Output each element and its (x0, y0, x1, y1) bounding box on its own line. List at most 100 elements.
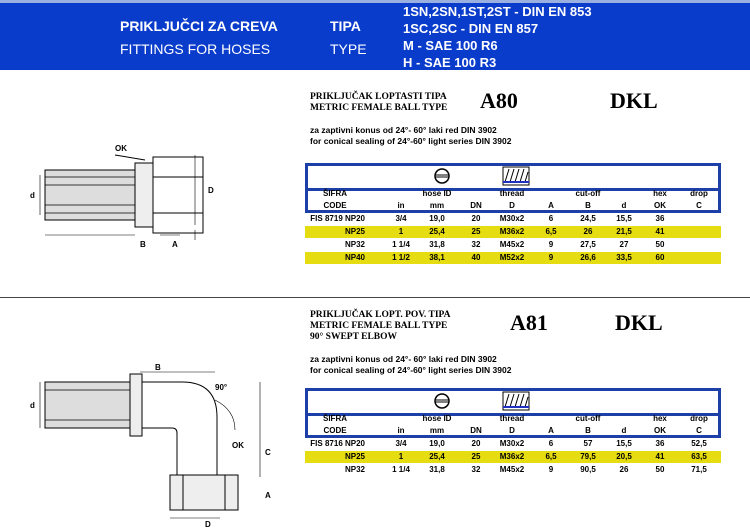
table-cell: 1 1/2 (392, 253, 410, 262)
table-row (305, 226, 721, 238)
table-cell: 20 (471, 214, 481, 223)
table-cell: 63,5 (691, 452, 707, 461)
column-header: C (696, 426, 702, 435)
column-header: OK (654, 426, 666, 435)
table-cell: NP25 (344, 452, 365, 461)
table-cell: 1 1/4 (392, 240, 410, 249)
s1-label-ok: OK (115, 144, 127, 153)
table-cell: 38,1 (429, 253, 445, 262)
table-cell: FIS 8719 NP20 (310, 214, 365, 223)
s2-label-C: C (265, 448, 271, 457)
table-cell: 6 (548, 214, 554, 223)
table-cell: 52,5 (691, 439, 707, 448)
table-cell: NP32 (344, 465, 365, 474)
column-header: B (585, 426, 591, 435)
s2-table-header (305, 388, 721, 438)
table-cell: 41 (655, 452, 665, 461)
table-cell: 25 (471, 452, 481, 461)
s2-label-angle: 90° (215, 383, 227, 392)
table-cell: 1 1/4 (392, 465, 410, 474)
column-header: d (621, 201, 627, 210)
table-cell: 1 (398, 452, 404, 461)
table-cell: 50 (655, 465, 665, 474)
table-cell: 41 (655, 227, 665, 236)
table-cell: 27,5 (580, 240, 596, 249)
s1-label-B: B (140, 240, 146, 249)
column-header: DN (470, 426, 482, 435)
s2-name-extra: 90° SWEPT ELBOW (310, 332, 398, 342)
table-cell: 25 (471, 227, 481, 236)
table-cell: M45x2 (499, 240, 525, 249)
table-cell: 9 (548, 240, 554, 249)
table-cell: 71,5 (691, 465, 707, 474)
table-cell: 25,4 (429, 452, 445, 461)
standard-2: 1SC,2SC - DIN EN 857 (403, 21, 539, 36)
type-en: TYPE (330, 41, 367, 57)
table-cell: 79,5 (580, 452, 596, 461)
header-banner: PRIKLJUČCI ZA CREVA FITTINGS FOR HOSES T… (0, 0, 750, 70)
table-cell: 32 (471, 465, 481, 474)
s2-name-sr: PRIKLJUČAK LOPT. POV. TIPA (310, 310, 451, 320)
s1-label-d: d (30, 191, 35, 200)
column-header: C (696, 201, 702, 210)
column-group-header: hex (653, 189, 667, 198)
table-cell: 57 (583, 439, 593, 448)
column-header: OK (654, 201, 666, 210)
column-group-header: drop (690, 414, 708, 423)
column-group-header: ŠIFRA (323, 189, 347, 198)
table-cell: 33,5 (616, 253, 632, 262)
section-divider (0, 297, 750, 298)
column-header: A (548, 426, 554, 435)
s2-code: A81 (510, 310, 548, 335)
s1-name-sr: PRIKLJUČAK LOPTASTI TIPA (310, 92, 447, 102)
table-cell: 25,4 (429, 227, 445, 236)
table-cell: 15,5 (616, 439, 632, 448)
s1-name-en: METRIC FEMALE BALL TYPE (310, 103, 448, 113)
column-group-header: thread (499, 414, 525, 423)
table-cell: 36 (655, 214, 665, 223)
title-en: FITTINGS FOR HOSES (120, 41, 271, 57)
table-cell: M36x2 (499, 452, 525, 461)
standard-3: M - SAE 100 R6 (403, 38, 498, 53)
s2-elbow-drawing: B 90° d OK C A D (30, 363, 271, 528)
column-group-header: cut-off (575, 189, 601, 198)
table-cell: M36x2 (499, 227, 525, 236)
table-cell: 19,0 (429, 214, 445, 223)
type-sr: TIPA (330, 18, 361, 34)
s2-label-A: A (265, 491, 271, 500)
column-header: D (509, 201, 515, 210)
column-header: CODE (323, 426, 347, 435)
s1-series: DKL (610, 88, 658, 113)
column-group-header: drop (690, 189, 708, 198)
s2-label-B: B (155, 363, 161, 372)
table-cell: 21,5 (616, 227, 632, 236)
table-cell: 19,0 (429, 439, 445, 448)
s2-label-D: D (205, 520, 211, 528)
table-cell: 3/4 (395, 214, 407, 223)
table-cell: 26 (619, 465, 629, 474)
table-cell: 32 (471, 240, 481, 249)
table-cell: 31,8 (429, 465, 445, 474)
s1-label-D: D (208, 186, 214, 195)
s2-name-en: METRIC FEMALE BALL TYPE (310, 321, 448, 331)
table-cell: 26,6 (580, 253, 596, 262)
standard-1: 1SN,2SN,1ST,2ST - DIN EN 853 (403, 4, 592, 19)
s2-series: DKL (615, 310, 663, 335)
table-row (305, 252, 721, 264)
column-group-header: thread (499, 189, 525, 198)
table-cell: 20,5 (616, 452, 632, 461)
column-group-header: hose ID (422, 189, 452, 198)
column-header: A (548, 201, 554, 210)
table-cell: 36 (655, 439, 665, 448)
s1-fitting-drawing: OK d D B A (30, 144, 214, 249)
column-header: in (397, 201, 405, 210)
table-cell: 6 (548, 439, 554, 448)
s2-note-en: for conical sealing of 24°-60° light ser… (310, 365, 512, 375)
table-cell: M30x2 (499, 214, 525, 223)
table-cell: 60 (655, 253, 665, 262)
table-cell: 9 (548, 253, 554, 262)
table-cell: 6,5 (545, 227, 557, 236)
table-cell: NP32 (344, 240, 365, 249)
s1-note-sr: za zaptivni konus od 24°- 60° laki red D… (310, 125, 497, 135)
table-cell: NP40 (344, 253, 365, 262)
